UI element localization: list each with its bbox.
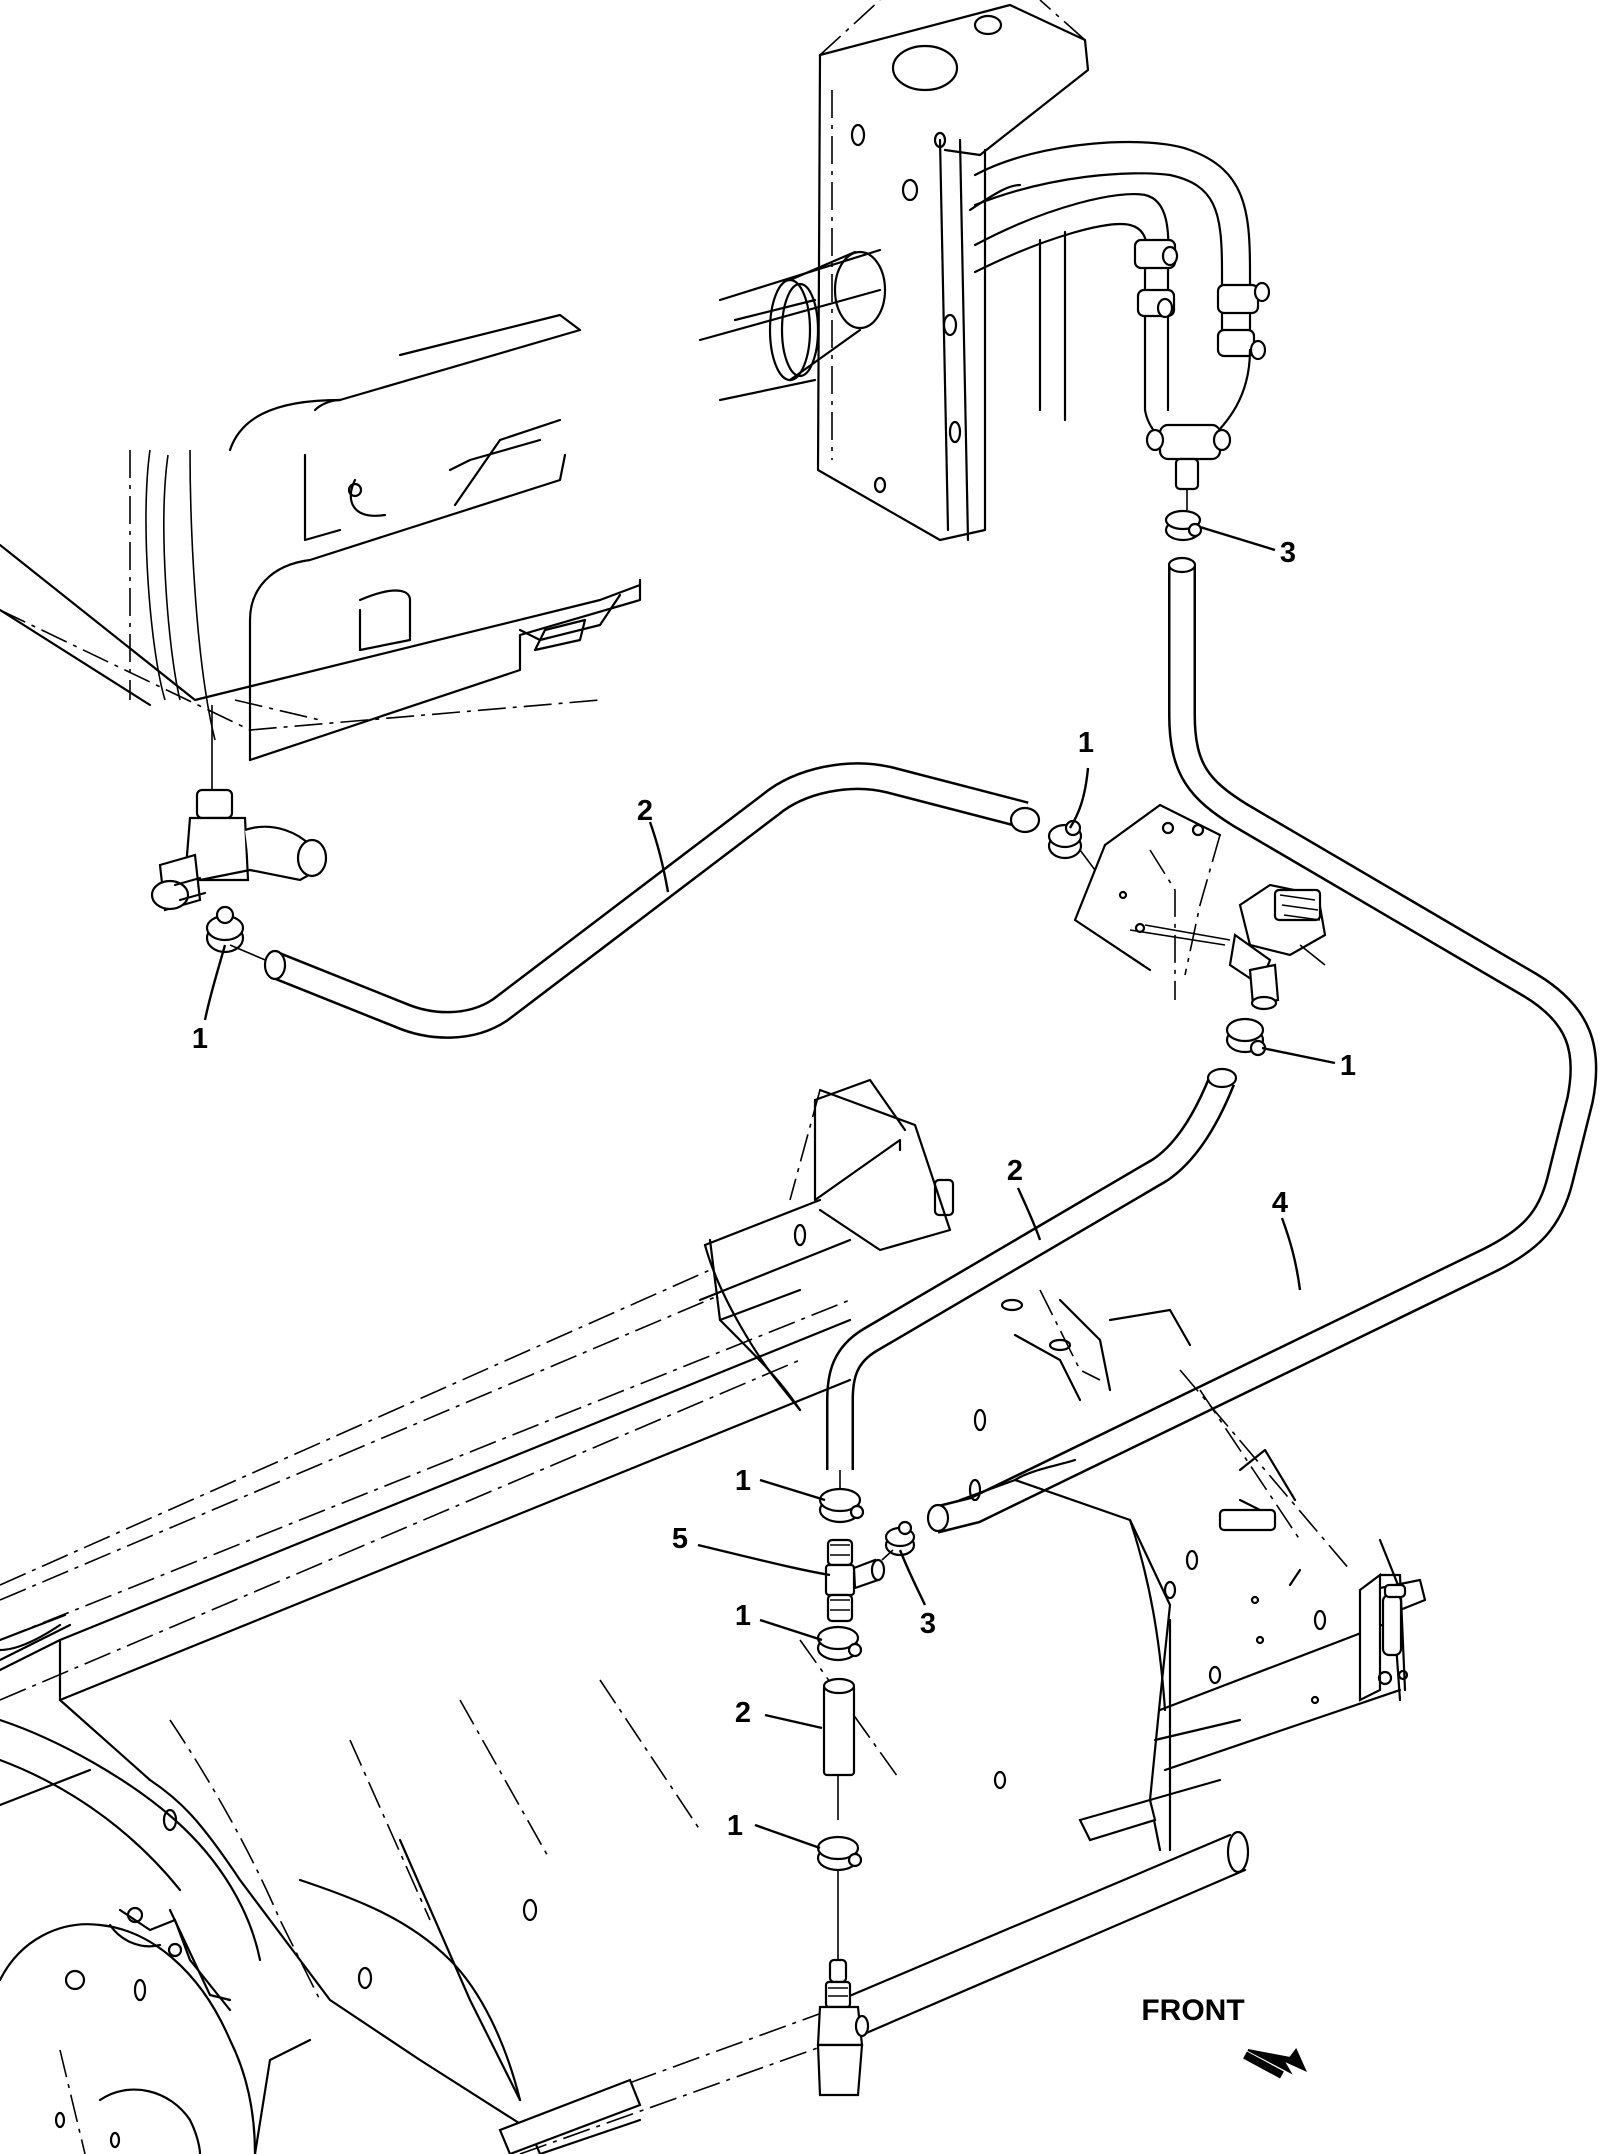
lower-shaft-tube [498, 1830, 1250, 2154]
callout-1-switch: 1 [1340, 1050, 1356, 1082]
lower-hose-assembly [816, 1470, 916, 2097]
front-label: FRONT [1141, 1994, 1244, 2027]
rotor-end-plate [0, 1906, 312, 2154]
callout-4: 4 [1272, 1187, 1288, 1219]
right-shroud [958, 1369, 1427, 1852]
callout-1-left: 1 [192, 1023, 208, 1055]
callout-3-top: 3 [1280, 537, 1296, 569]
hose-2-middle [826, 1067, 1238, 1470]
upper-hose-loop [968, 140, 1271, 491]
callout-3-lower: 3 [920, 1608, 936, 1640]
center-support-bracket [703, 1088, 1192, 1412]
upper-mounting-bracket [816, 0, 1090, 542]
hose-2-upper [263, 762, 1041, 1039]
leader-lines [203, 525, 1336, 1850]
front-indicator: FRONT [1141, 1994, 1307, 2079]
hose-clamp-left [205, 905, 271, 963]
rotor-cover-detail [162, 1298, 1327, 2102]
hose-clamp-switch [1225, 1017, 1267, 1057]
hose-4-long [926, 556, 1598, 1534]
hose-clamp-top [1164, 490, 1203, 542]
callout-1-lower-a: 1 [735, 1465, 751, 1497]
pressure-switch-bracket [1073, 803, 1231, 1000]
callout-1-lower-c: 1 [727, 1810, 743, 1842]
callout-labels: 1 1 1 1 1 1 2 2 2 3 3 4 5 [192, 537, 1356, 1842]
callout-2-upper: 2 [637, 795, 653, 827]
front-direction-arrow-icon [1243, 2048, 1307, 2079]
callout-2-lower: 2 [735, 1697, 751, 1729]
left-valve-fitting [150, 705, 328, 912]
hose-clamp-upper-right [1047, 819, 1096, 871]
callout-1-top-right: 1 [1078, 727, 1094, 759]
engine-housing [0, 313, 642, 762]
callout-5: 5 [672, 1523, 688, 1555]
drive-shaft [698, 248, 887, 402]
pressure-switch [1228, 883, 1327, 1011]
callout-2-middle: 2 [1007, 1155, 1023, 1187]
callout-1-lower-b: 1 [735, 1600, 751, 1632]
